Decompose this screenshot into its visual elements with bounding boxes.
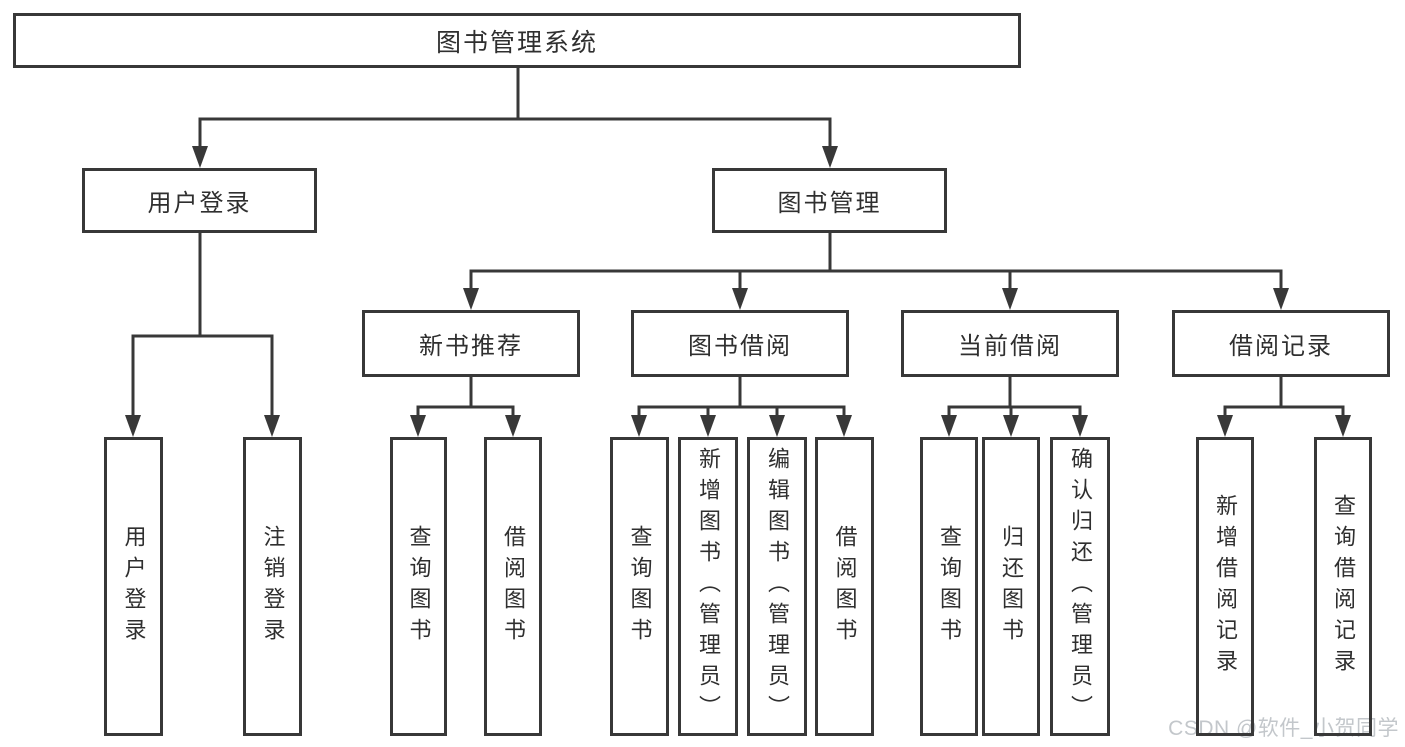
leaf-query-book-recommend: 查询图书: [390, 437, 447, 736]
leaf-logout: 注销登录: [243, 437, 302, 736]
leaf-user-login: 用户登录: [104, 437, 163, 736]
node-label: 借阅记录: [1229, 333, 1333, 360]
node-label: 确认归还（管理员）: [1068, 447, 1093, 726]
leaf-confirm-return-admin: 确认归还（管理员）: [1050, 437, 1110, 736]
node-label: 新书推荐: [419, 333, 523, 360]
leaf-edit-book-admin: 编辑图书（管理员）: [747, 437, 807, 736]
node-user-login: 用户登录: [82, 168, 317, 233]
node-label: 新增借阅记录: [1213, 493, 1238, 680]
leaf-query-borrow-record: 查询借阅记录: [1314, 437, 1372, 736]
node-book-borrow: 图书借阅: [631, 310, 849, 377]
node-label: 图书管理系统: [435, 28, 598, 57]
node-label: 查询图书: [406, 524, 432, 649]
leaf-borrow-book-recommend: 借阅图书: [484, 437, 542, 736]
node-label: 图书借阅: [688, 333, 792, 360]
node-label: 归还图书: [999, 524, 1024, 649]
node-borrow-records: 借阅记录: [1172, 310, 1390, 377]
node-label: 新增图书（管理员）: [696, 447, 721, 726]
node-root: 图书管理系统: [13, 13, 1021, 68]
node-label: 图书管理: [777, 190, 882, 217]
node-label: 编辑图书（管理员）: [765, 447, 790, 726]
node-label: 借阅图书: [501, 524, 526, 649]
leaf-add-book-admin: 新增图书（管理员）: [678, 437, 738, 736]
node-label: 查询图书: [627, 524, 653, 649]
node-label: 用户登录: [147, 190, 252, 217]
node-label: 借阅图书: [832, 524, 858, 649]
leaf-add-borrow-record: 新增借阅记录: [1196, 437, 1254, 736]
node-label: 用户登录: [121, 524, 147, 649]
node-label: 查询图书: [937, 524, 962, 649]
csdn-watermark: CSDN @软件_小贺同学: [1168, 717, 1399, 740]
leaf-query-book-current: 查询图书: [920, 437, 978, 736]
leaf-return-book: 归还图书: [982, 437, 1040, 736]
node-current-borrow: 当前借阅: [901, 310, 1119, 377]
leaf-query-book-borrow: 查询图书: [610, 437, 669, 736]
node-book-management: 图书管理: [712, 168, 947, 233]
node-label: 注销登录: [260, 524, 286, 649]
leaf-borrow-book: 借阅图书: [815, 437, 874, 736]
node-label: 查询借阅记录: [1331, 493, 1356, 680]
node-new-book-recommend: 新书推荐: [362, 310, 580, 377]
node-label: 当前借阅: [958, 333, 1062, 360]
